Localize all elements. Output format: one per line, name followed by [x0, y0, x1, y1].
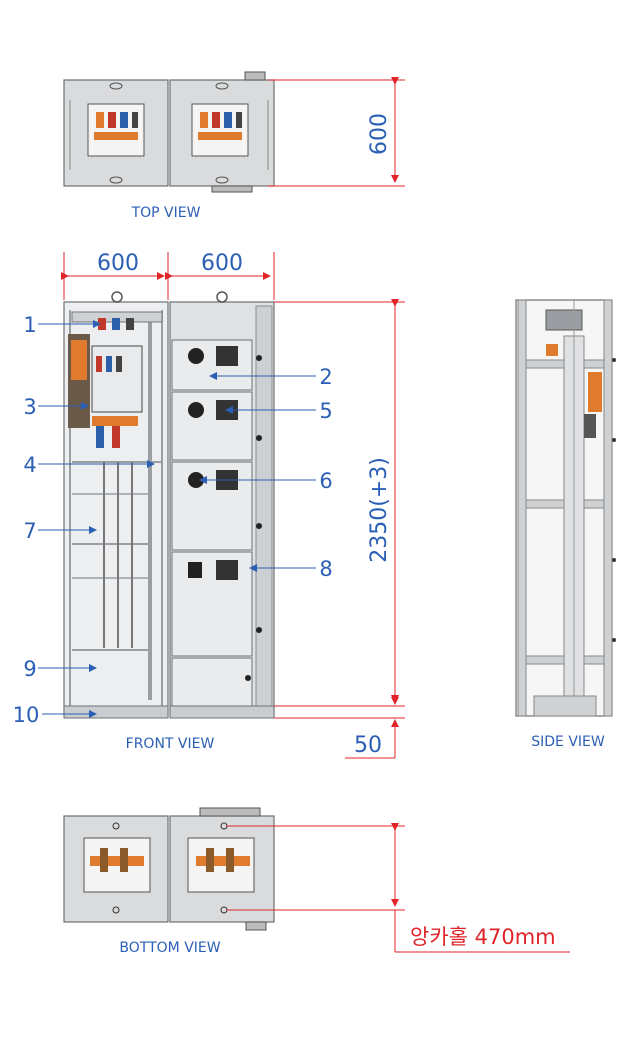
callout-4: 4 [23, 453, 36, 477]
callout-7: 7 [23, 519, 36, 543]
callout-3: 3 [23, 395, 36, 419]
bottom-view-drawing [63, 807, 275, 931]
callout-2: 2 [319, 365, 332, 389]
front-width-left-label: 600 [97, 251, 139, 276]
callout-9: 9 [23, 657, 36, 681]
bottom-view-title: BOTTOM VIEW [119, 940, 220, 956]
side-view-drawing [515, 299, 616, 717]
side-view-title: SIDE VIEW [531, 734, 605, 750]
top-view-title: TOP VIEW [131, 205, 201, 221]
top-depth-label: 600 [367, 113, 392, 155]
callout-10: 10 [13, 703, 40, 727]
height-dimension [274, 299, 405, 759]
top-depth-dimension: 600 [268, 77, 405, 187]
callout-leaders [38, 320, 316, 718]
top-view-drawing [63, 71, 275, 193]
callout-1: 1 [23, 313, 36, 337]
front-width-right-label: 600 [201, 251, 243, 276]
height-label: 2350(+3) [367, 457, 392, 563]
base-label: 50 [354, 733, 382, 758]
anchor-hole-label: 앙카홀 470mm [410, 925, 556, 949]
anchor-hole-dimension [226, 823, 570, 953]
front-view-title: FRONT VIEW [126, 736, 215, 752]
callout-6: 6 [319, 469, 332, 493]
callout-8: 8 [319, 557, 332, 581]
callout-5: 5 [319, 399, 332, 423]
front-view-closed-panel [169, 291, 275, 719]
front-width-dimensions: 600 600 [61, 251, 275, 300]
front-view-open-panel [63, 291, 169, 719]
